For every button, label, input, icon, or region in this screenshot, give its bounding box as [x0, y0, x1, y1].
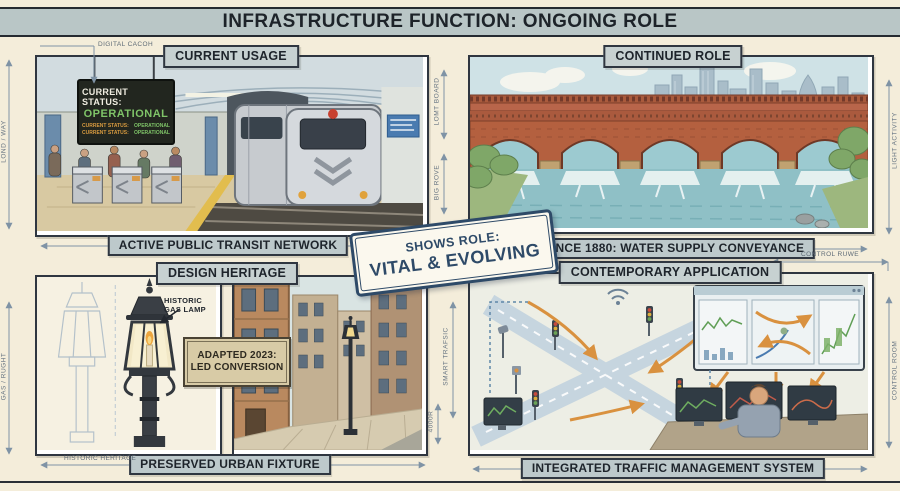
- gas-lamp-callout: HISTORIC GAS LAMP: [164, 296, 206, 314]
- side-label-mid-top-upper: LOMT BOARD: [433, 77, 441, 126]
- page-title: INFRASTRUCTURE FUNCTION: ONGOING ROLE: [222, 11, 678, 32]
- side-label-right-top: LIGHT ACTIVITY: [891, 112, 899, 169]
- gas-lamp-callout-line1: HISTORIC: [164, 296, 203, 305]
- adapted-plaque: ADAPTED 2023: LED CONVERSION: [183, 337, 291, 387]
- side-label-left-top: LOND / WAY: [0, 120, 8, 163]
- header-tag-label: CONTEMPORARY APPLICATION: [570, 265, 770, 279]
- header-tag-label: DESIGN HERITAGE: [167, 266, 287, 280]
- caption-contemporary-application: INTEGRATED TRAFFIC MANAGEMENT SYSTEM: [520, 458, 826, 479]
- side-label-mid-top-lower: BIG ROVE: [433, 164, 441, 201]
- panel-current-usage: CURRENT STATUS: OPERATIONAL CURRENT STAT…: [35, 55, 429, 237]
- header-tag-label: CURRENT USAGE: [175, 49, 287, 63]
- side-label-left-bottom: GAS / RUGHT: [0, 352, 8, 401]
- caption-label: INTEGRATED TRAFFIC MANAGEMENT SYSTEM: [531, 461, 815, 475]
- control-annotation: CONTROL RUWE: [800, 251, 859, 258]
- caption-continued-role: SINCE 1880: WATER SUPPLY CONVEYANCE: [532, 238, 816, 259]
- status-board-row: CURRENT STATUS: OPERATIONAL: [82, 130, 170, 137]
- digital-board-annotation: DIGITAL CACOH: [98, 41, 154, 48]
- status-row-value: OPERATIONAL: [133, 123, 170, 129]
- caption-label: SINCE 1880: WATER SUPPLY CONVEYANCE: [543, 241, 805, 255]
- panel-contemporary-application: [468, 272, 874, 456]
- aqueduct-scene-illustration: [470, 57, 868, 228]
- panel-design-heritage-street: [232, 275, 428, 456]
- side-label-mid-bottom-upper: SMART TRAFSIC: [442, 327, 450, 386]
- stamp-line1: SHOWS ROLE:: [404, 229, 501, 255]
- panel-continued-role: [468, 55, 874, 234]
- header-tag-design-heritage: DESIGN HERITAGE: [155, 262, 299, 285]
- caption-label: ACTIVE PUBLIC TRANSIT NETWORK: [118, 238, 338, 252]
- heritage-annotation: HISTORIC HERITAGE: [64, 455, 137, 462]
- caption-current-usage: ACTIVE PUBLIC TRANSIT NETWORK: [107, 235, 349, 256]
- status-board-title: CURRENT STATUS:: [82, 87, 129, 107]
- caption-design-heritage: PRESERVED URBAN FIXTURE: [129, 454, 331, 475]
- plaque-line2: LED CONVERSION: [190, 362, 284, 373]
- status-row-label: CURRENT STATUS:: [82, 123, 129, 129]
- traffic-management-illustration: [470, 274, 868, 450]
- caption-label: PRESERVED URBAN FIXTURE: [140, 457, 320, 471]
- gas-lamp-callout-line2: GAS LAMP: [164, 305, 206, 314]
- status-row-value: OPERATIONAL: [133, 130, 170, 136]
- header-tag-continued-role: CONTINUED ROLE: [603, 45, 743, 68]
- plaque-line1: ADAPTED 2023:: [197, 350, 277, 361]
- status-row-label: CURRENT STATUS:: [82, 130, 129, 136]
- status-board: CURRENT STATUS: OPERATIONAL CURRENT STAT…: [77, 79, 175, 145]
- stamp-line2: VITAL & EVOLVING: [368, 239, 542, 281]
- side-label-mid-bottom-lower: 4000R: [427, 410, 435, 433]
- status-board-value: OPERATIONAL: [83, 108, 169, 120]
- street-scene-illustration: [234, 277, 422, 450]
- header-tag-current-usage: CURRENT USAGE: [163, 45, 299, 68]
- side-label-right-bottom: CONTROL ROOM: [891, 340, 899, 401]
- header-tag-contemporary-application: CONTEMPORARY APPLICATION: [558, 261, 782, 284]
- title-banner: INFRASTRUCTURE FUNCTION: ONGOING ROLE: [0, 7, 900, 37]
- header-tag-label: CONTINUED ROLE: [615, 49, 731, 63]
- status-board-row: CURRENT STATUS: OPERATIONAL: [82, 123, 170, 130]
